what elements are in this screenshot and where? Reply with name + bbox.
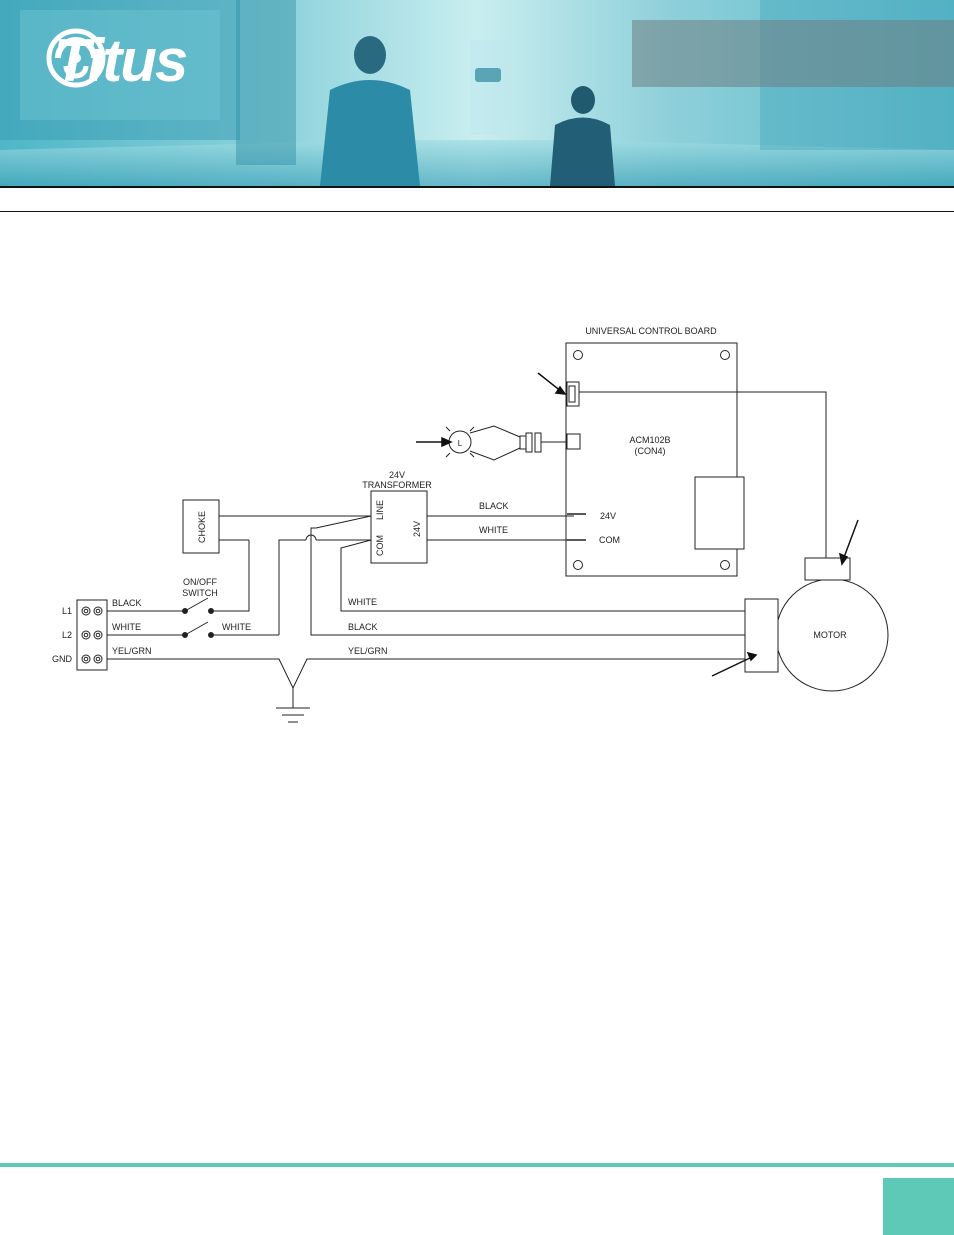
terminal-gnd-label: GND xyxy=(52,654,73,664)
wire-white-switch: WHITE xyxy=(222,622,251,632)
board-component xyxy=(695,477,744,549)
terminal-l1-label: L1 xyxy=(62,606,72,616)
wire-yelgrn-gnd: YEL/GRN xyxy=(112,646,152,656)
header-title-panel xyxy=(632,20,954,87)
switch-label-1: ON/OFF xyxy=(183,577,217,587)
transformer-24v-label: 24V xyxy=(412,521,422,537)
header-rule-bottom xyxy=(0,211,954,212)
board-model: ACM102B xyxy=(629,435,670,445)
wire-black-motor: BLACK xyxy=(348,622,378,632)
page-number-box xyxy=(883,1178,954,1235)
led-connector xyxy=(567,434,580,449)
choke-label: CHOKE xyxy=(197,511,207,543)
transformer-title-1: 24V xyxy=(389,470,405,480)
board-title: UNIVERSAL CONTROL BOARD xyxy=(585,326,717,336)
board-connector: (CON4) xyxy=(635,446,666,456)
titus-swirl-icon xyxy=(46,28,106,88)
header-banner: Titus xyxy=(0,0,954,186)
header-rule-top xyxy=(0,186,954,188)
motor-terminal-box xyxy=(745,599,778,672)
motor-label: MOTOR xyxy=(813,630,847,640)
pin-com-label: COM xyxy=(599,535,620,545)
transformer-title-2: TRANSFORMER xyxy=(362,480,432,490)
wire-white-motor: WHITE xyxy=(348,597,377,607)
wire-yelgrn-motor: YEL/GRN xyxy=(348,646,388,656)
led-letter: L xyxy=(458,439,463,448)
titus-logo: Titus xyxy=(46,28,186,92)
terminal-l2-label: L2 xyxy=(62,630,72,640)
wire-black-24v: BLACK xyxy=(479,501,509,511)
wire-white-l2: WHITE xyxy=(112,622,141,632)
footer-rule xyxy=(0,1163,954,1167)
switch-label-2: SWITCH xyxy=(182,588,218,598)
transformer-line-label: LINE xyxy=(375,500,385,520)
wire-white-com: WHITE xyxy=(479,525,508,535)
wire-black-l1: BLACK xyxy=(112,598,142,608)
wiring-diagram: UNIVERSAL CONTROL BOARD ACM102B (CON4) L… xyxy=(0,300,954,740)
transformer-com-label: COM xyxy=(375,535,385,556)
pin-24v-label: 24V xyxy=(600,511,616,521)
